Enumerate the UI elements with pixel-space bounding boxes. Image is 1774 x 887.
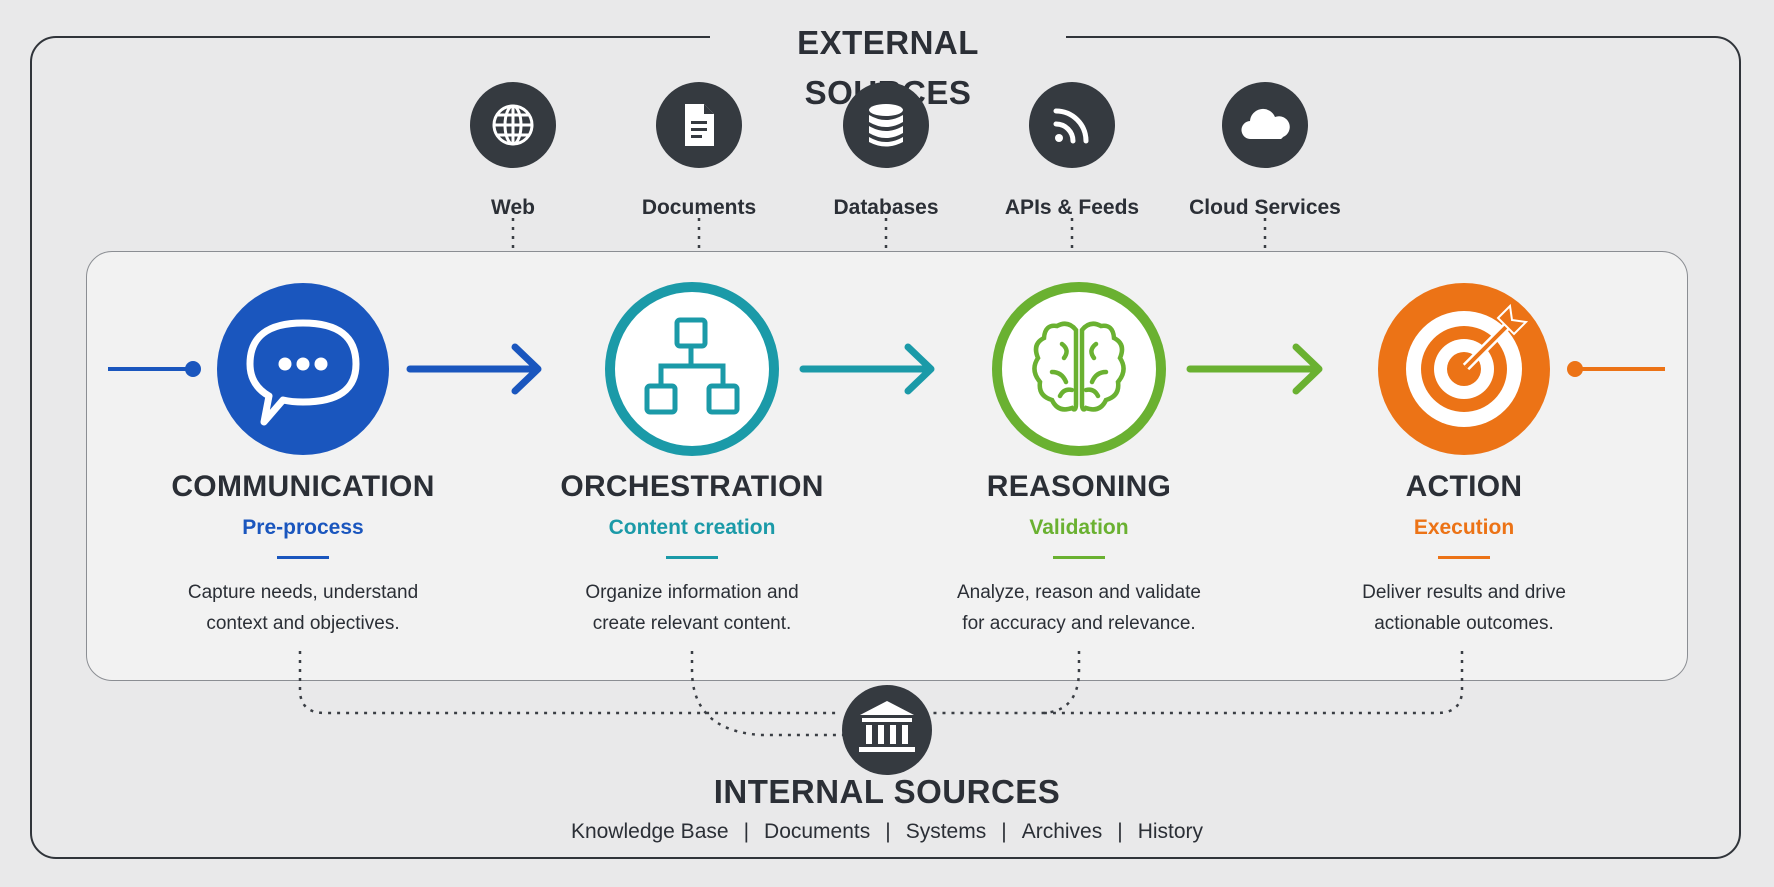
stage-subtitle: Pre-process <box>242 516 364 539</box>
description-line: Analyze, reason and validate <box>957 582 1201 603</box>
stage-action: ACTION Execution Deliver results and dri… <box>1274 470 1654 639</box>
stage-subtitle: Execution <box>1413 516 1515 539</box>
exit-connector <box>1567 361 1665 377</box>
arrow-reasoning-to-action <box>1186 343 1323 395</box>
stage-title: REASONING <box>986 470 1172 503</box>
internal-connectors <box>298 651 1464 737</box>
separator: | <box>885 820 891 843</box>
separator: | <box>1117 820 1123 843</box>
internal-source-item: History <box>1137 820 1204 843</box>
chat-bubble-icon <box>217 283 389 455</box>
source-web: Web <box>428 82 598 220</box>
stage-communication: COMMUNICATION Pre-process Capture needs,… <box>113 470 493 639</box>
description-line: context and objectives. <box>206 613 400 634</box>
external-sources-title: EXTERNAL SOURCES <box>710 18 1066 111</box>
stage-underline <box>666 556 718 559</box>
separator: | <box>743 820 750 843</box>
description-line: create relevant content. <box>592 613 792 634</box>
source-databases: Databases <box>801 82 971 220</box>
arrow-orchestration-to-reasoning <box>799 343 935 395</box>
source-apis-feeds-label: APIs & Feeds <box>1004 196 1140 219</box>
cloud-icon <box>1222 82 1308 168</box>
stage-reasoning: REASONING Validation Analyze, reason and… <box>889 470 1269 639</box>
internal-sources-list: Knowledge Base | Documents | Systems | Archive… <box>0 820 1774 844</box>
source-cloud-services: Cloud Services <box>1180 82 1350 220</box>
description-line: Organize information and <box>585 582 799 603</box>
source-web-label: Web <box>491 196 535 219</box>
source-documents: Documents <box>614 82 784 220</box>
stage-title: COMMUNICATION <box>171 470 435 503</box>
stage-title: ORCHESTRATION <box>560 470 824 503</box>
source-cloud-services-label: Cloud Services <box>1189 196 1341 219</box>
stage-description: Deliver results and drive actionable out… <box>1274 577 1654 639</box>
institution-icon <box>842 685 932 775</box>
internal-sources-title: INTERNAL SOURCES <box>713 773 1061 810</box>
description-line: Capture needs, understand <box>187 582 419 603</box>
database-icon <box>843 82 929 168</box>
internal-source-item: Systems <box>905 820 987 843</box>
description-line: Deliver results and drive <box>1362 582 1566 603</box>
stage-orchestration: ORCHESTRATION Content creation Organize … <box>502 470 882 639</box>
internal-source-item: Documents <box>764 820 871 843</box>
hierarchy-icon <box>605 282 779 456</box>
brain-icon <box>992 282 1166 456</box>
stage-underline <box>1053 556 1105 559</box>
source-databases-label: Databases <box>833 196 939 219</box>
target-arrow-icon <box>1378 283 1550 455</box>
document-icon <box>656 82 742 168</box>
stage-underline <box>277 556 329 559</box>
description-line: for accuracy and relevance. <box>962 613 1196 634</box>
internal-source-item: Archives <box>1021 820 1103 843</box>
internal-source-item: Knowledge Base <box>570 820 729 843</box>
entry-connector <box>108 361 201 377</box>
stage-title: ACTION <box>1405 470 1523 503</box>
stage-description: Analyze, reason and validate for accurac… <box>889 577 1269 639</box>
source-apis-feeds: APIs & Feeds <box>987 82 1157 220</box>
stage-description: Capture needs, understand context and ob… <box>113 577 493 639</box>
stage-description: Organize information and create relevant… <box>502 577 882 639</box>
stage-subtitle: Validation <box>1029 516 1129 539</box>
stage-subtitle: Content creation <box>608 516 776 539</box>
external-connectors <box>511 218 1267 250</box>
stage-underline <box>1438 556 1490 559</box>
arrow-communication-to-orchestration <box>406 343 542 395</box>
source-documents-label: Documents <box>641 196 757 219</box>
separator: | <box>1001 820 1007 843</box>
rss-feed-icon <box>1029 82 1115 168</box>
description-line: actionable outcomes. <box>1374 613 1554 634</box>
globe-icon <box>470 82 556 168</box>
